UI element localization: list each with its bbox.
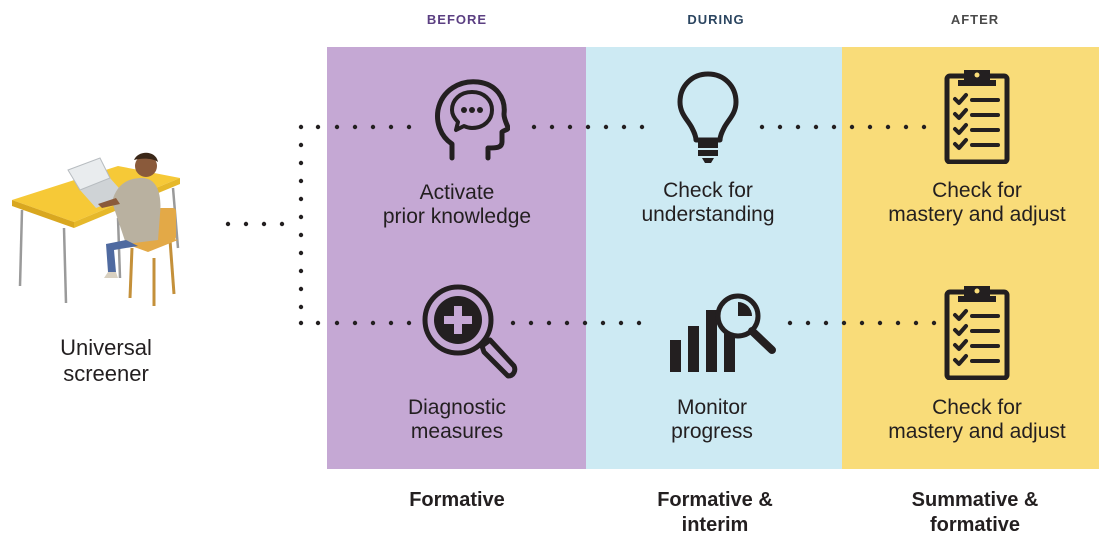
lightbulb-icon xyxy=(677,71,739,163)
assessment-before-line1: Formative xyxy=(409,489,505,511)
during-column xyxy=(586,47,842,469)
student-at-desk-illustration xyxy=(12,152,180,306)
activate-prior-knowledge-label: Activate prior knowledge xyxy=(327,181,587,229)
phase-before-label: BEFORE xyxy=(426,12,488,27)
check-mastery-bottom-label: Check for mastery and adjust xyxy=(847,396,1099,444)
phase-during-label: DURING xyxy=(687,12,745,27)
assessment-after-line1: Summative & xyxy=(911,489,1039,511)
diagnostic-line1: Diagnostic xyxy=(407,396,507,419)
head-speech-bubble-icon xyxy=(435,79,510,161)
monitor-line1: Monitor xyxy=(676,396,748,419)
assessment-type-after: Summative & formative xyxy=(845,488,1099,538)
assessment-after-line2: formative xyxy=(929,514,1021,536)
clipboard-checklist-icon xyxy=(944,286,1010,380)
universal-screener-line1: Universal xyxy=(60,335,152,360)
monitor-progress-label: Monitor progress xyxy=(582,396,842,444)
clipboard-checklist-icon xyxy=(944,70,1010,164)
assessment-type-before: Formative xyxy=(327,488,587,513)
understanding-line2: understanding xyxy=(641,203,775,226)
check-for-understanding-label: Check for understanding xyxy=(578,179,838,227)
universal-screener-line2: screener xyxy=(63,361,149,386)
assessment-during-line2: interim xyxy=(681,514,749,536)
assessment-during-line1: Formative & xyxy=(657,489,773,511)
universal-screener-label: Universal screener xyxy=(0,335,236,387)
magnifier-plus-icon xyxy=(422,284,518,379)
after-column xyxy=(842,47,1099,469)
connector-vertical xyxy=(298,124,304,326)
bar-chart-magnifier-icon xyxy=(670,293,776,372)
mastery-top-line2: mastery and adjust xyxy=(888,203,1066,226)
check-mastery-top-label: Check for mastery and adjust xyxy=(847,179,1099,227)
monitor-line2: progress xyxy=(671,420,753,443)
phase-after-label: AFTER xyxy=(950,12,1000,27)
connector-screener-horizontal xyxy=(225,221,285,227)
connector-top-row xyxy=(315,124,927,130)
assessment-type-during: Formative & interim xyxy=(585,488,845,538)
mastery-bottom-line1: Check for xyxy=(932,396,1022,419)
diagnostic-measures-label: Diagnostic measures xyxy=(327,396,587,444)
understanding-line1: Check for xyxy=(663,179,753,202)
activate-line2: prior knowledge xyxy=(382,205,532,228)
activate-line1: Activate xyxy=(419,181,495,204)
diagnostic-line2: measures xyxy=(410,420,504,443)
mastery-top-line1: Check for xyxy=(932,179,1022,202)
mastery-bottom-line2: mastery and adjust xyxy=(888,420,1066,443)
connector-bottom-row xyxy=(315,320,937,326)
